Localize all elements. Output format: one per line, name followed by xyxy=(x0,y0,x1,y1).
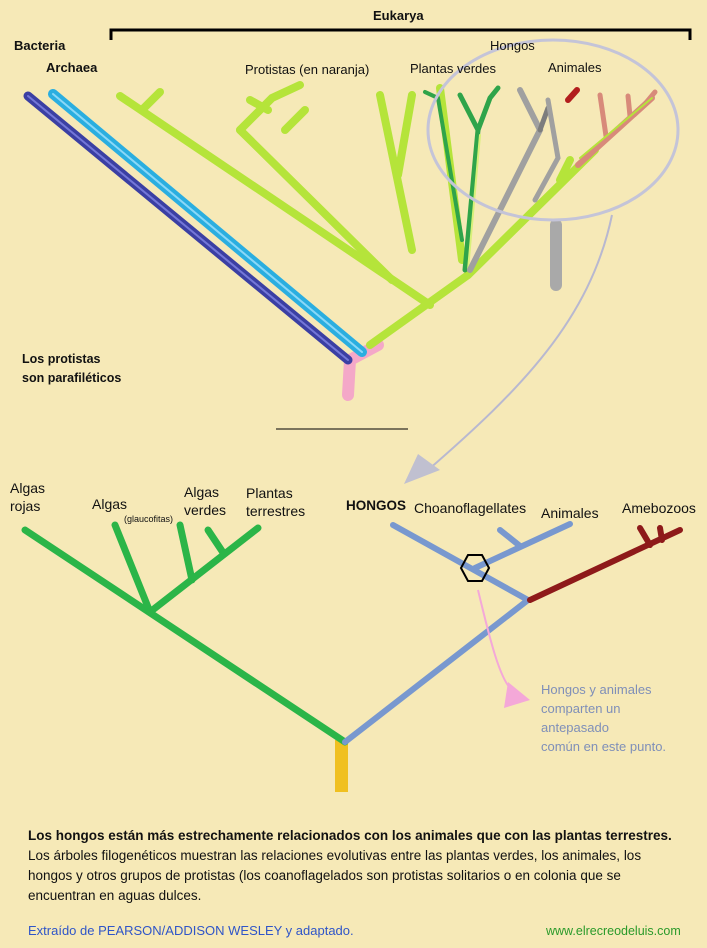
figure-caption: Los hongos están más estrechamente relac… xyxy=(28,826,688,906)
amoebozoa-label: Amebozoos xyxy=(622,500,696,516)
animals-branch xyxy=(532,87,658,203)
opisthokont-highlight-circle xyxy=(426,38,680,222)
plants-branch xyxy=(423,85,501,273)
choano-label: Choanoflagellates xyxy=(414,500,527,516)
green-algae-label-line1: Algas xyxy=(184,484,220,500)
pointer-arrow xyxy=(427,214,613,471)
bacteria-label: Bacteria xyxy=(14,38,66,53)
land-plants-label-line2: terrestres xyxy=(246,503,306,519)
caption-rest: Los árboles filogenéticos muestran las r… xyxy=(28,848,642,903)
glauco-algae-label: Algas xyxy=(92,496,128,512)
animals-label: Animales xyxy=(548,60,602,75)
red-algae-label-line2: rojas xyxy=(10,498,41,514)
fungi-bottom-label: HONGOS xyxy=(346,498,407,513)
source-credit: Extraído de PEARSON/ADDISON WESLEY y ada… xyxy=(28,923,354,938)
note-line: comparten un xyxy=(541,701,621,716)
amoebozoa-clade xyxy=(527,525,683,603)
note-line: común en este punto. xyxy=(541,739,667,754)
green-algae-label-line2: verdes xyxy=(184,502,227,518)
paraphyletic-note-line2: son parafiléticos xyxy=(22,371,122,385)
animals-bottom-label: Animales xyxy=(541,505,599,521)
archaea-label: Archaea xyxy=(46,60,98,75)
bottom-root xyxy=(335,740,348,792)
note-line: Hongos y animales xyxy=(541,682,652,697)
fungi-label: Hongos xyxy=(490,38,535,53)
common-ancestor-note: Hongos y animales comparten un antepasad… xyxy=(541,680,666,756)
fungi-branch xyxy=(467,87,562,291)
caption-bold: Los hongos están más estrechamente relac… xyxy=(28,828,672,843)
protists-label: Protistas (en naranja) xyxy=(245,62,370,77)
eukarya-label: Eukarya xyxy=(373,8,424,23)
green-plants-label: Plantas verdes xyxy=(410,61,496,76)
note-line: antepasado xyxy=(541,720,609,735)
website-link[interactable]: www.elrecreodeluis.com xyxy=(546,924,681,938)
eukarya-bracket xyxy=(109,28,692,40)
common-ancestor-hexagon xyxy=(459,554,491,582)
ancestor-arrow xyxy=(477,589,513,691)
plant-clade xyxy=(21,521,349,746)
glauco-algae-sublabel: (glaucofitas) xyxy=(124,514,174,524)
opisthokont-clade xyxy=(342,521,573,745)
red-algae-label-line1: Algas xyxy=(10,480,46,496)
paraphyletic-note-line1: Los protistas xyxy=(22,352,101,366)
land-plants-label-line1: Plantas xyxy=(246,485,293,501)
